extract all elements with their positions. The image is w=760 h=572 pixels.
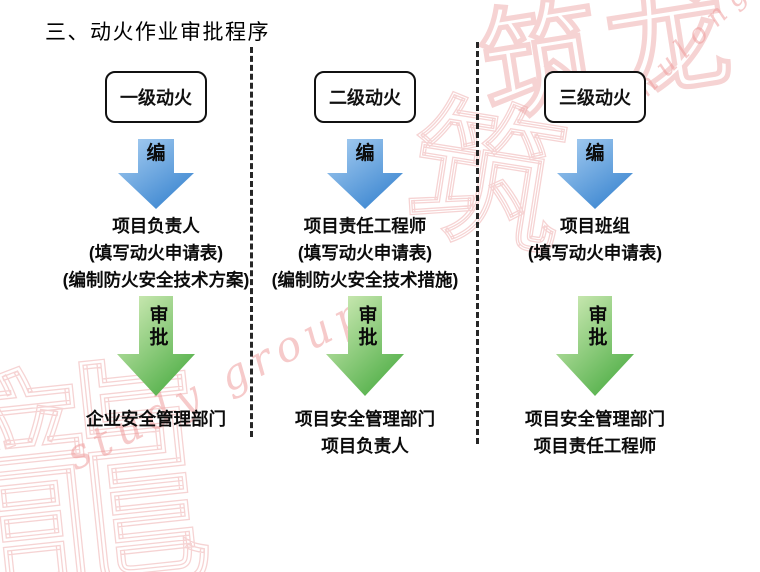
prepare-line: (编制防火安全技术措施) <box>271 270 459 290</box>
column-level-3: 三级动火 编 项目班组 (填写动火申请表) 审批 项目安全管理部门 项目责任工程… <box>475 0 715 470</box>
approver-line: 项目负责人 <box>321 436 409 456</box>
approve-arrow-icon: 审批 <box>326 296 404 396</box>
level-label: 二级动火 <box>329 88 401 108</box>
approver-text: 企业安全管理部门 <box>36 406 276 433</box>
edit-arrow-icon: 编 <box>118 139 194 209</box>
level-box: 一级动火 <box>105 71 207 123</box>
prepare-line: 项目责任工程师 <box>303 216 427 236</box>
approver-line: 项目安全管理部门 <box>525 409 665 429</box>
column-level-1: 一级动火 编 项目负责人 (填写动火申请表) (编制防火安全技术方案) 审批 企… <box>36 0 276 470</box>
level-label: 一级动火 <box>120 88 192 108</box>
edit-arrow-icon: 编 <box>557 139 633 209</box>
approver-line: 企业安全管理部门 <box>86 409 226 429</box>
edit-arrow-label: 编 <box>355 143 375 164</box>
preparer-text: 项目班组 (填写动火申请表) <box>475 213 715 267</box>
page-title: 三、动火作业审批程序 <box>45 20 270 44</box>
approve-arrow-label: 审批 <box>355 305 377 349</box>
approver-text: 项目安全管理部门 项目负责人 <box>245 406 485 460</box>
column-level-2: 二级动火 编 项目责任工程师 (填写动火申请表) (编制防火安全技术措施) 审批… <box>245 0 485 470</box>
approve-arrow-icon: 审批 <box>117 296 195 396</box>
prepare-line: 项目班组 <box>560 216 630 236</box>
edit-arrow-label: 编 <box>146 143 166 164</box>
approver-text: 项目安全管理部门 项目责任工程师 <box>475 406 715 460</box>
approver-line: 项目责任工程师 <box>533 436 657 456</box>
preparer-text: 项目负责人 (填写动火申请表) (编制防火安全技术方案) <box>36 213 276 294</box>
level-box: 三级动火 <box>544 71 646 123</box>
level-box: 二级动火 <box>314 71 416 123</box>
column-divider-1 <box>250 47 253 437</box>
approver-line: 项目安全管理部门 <box>295 409 435 429</box>
prepare-line: (填写动火申请表) <box>297 243 433 263</box>
approve-arrow-label: 审批 <box>585 305 607 349</box>
level-label: 三级动火 <box>559 88 631 108</box>
edit-arrow-icon: 编 <box>327 139 403 209</box>
edit-arrow-label: 编 <box>585 143 605 164</box>
approve-arrow-label: 审批 <box>146 305 168 349</box>
prepare-line: (填写动火申请表) <box>88 243 224 263</box>
prepare-line: (填写动火申请表) <box>527 243 663 263</box>
preparer-text: 项目责任工程师 (填写动火申请表) (编制防火安全技术措施) <box>245 213 485 294</box>
column-divider-2 <box>476 42 479 444</box>
prepare-line: 项目负责人 <box>112 216 200 236</box>
prepare-line: (编制防火安全技术方案) <box>62 270 250 290</box>
approve-arrow-icon: 审批 <box>556 296 634 396</box>
